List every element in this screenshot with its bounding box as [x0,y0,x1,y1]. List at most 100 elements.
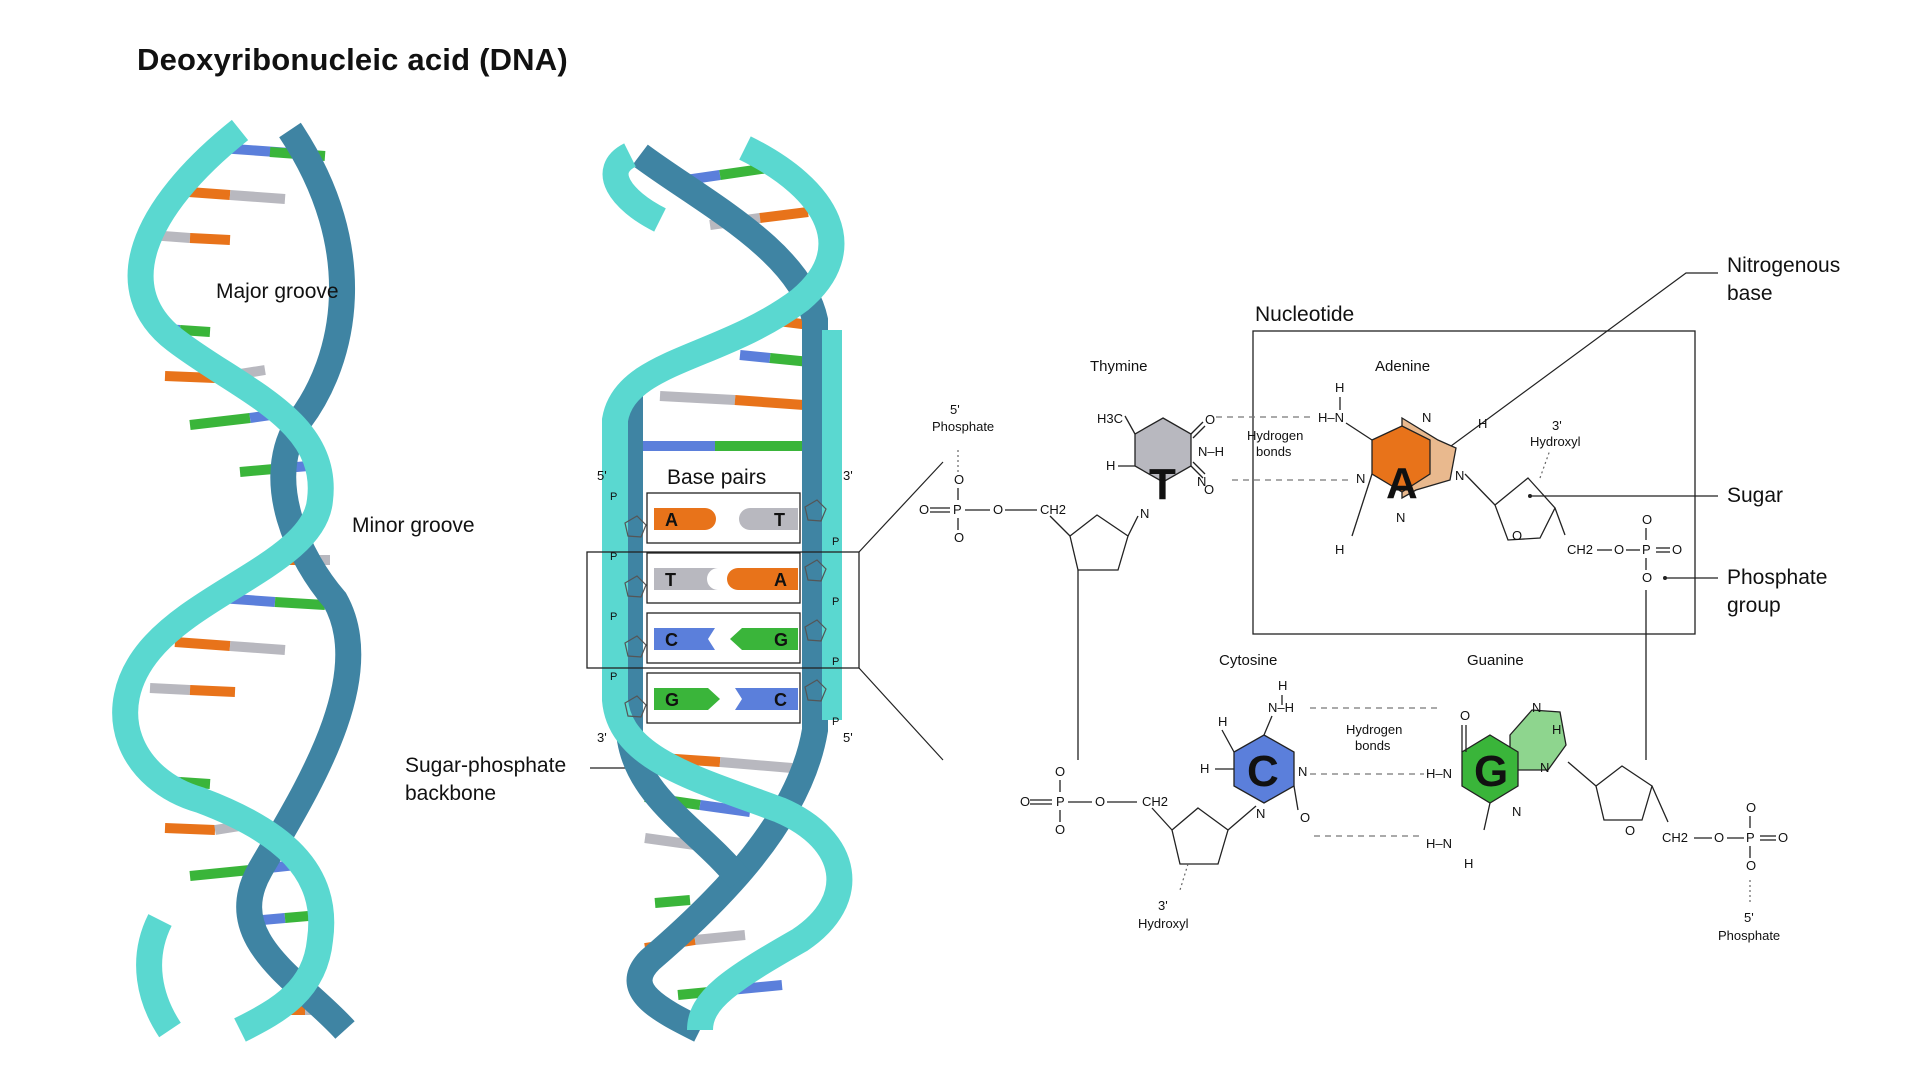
svg-text:H: H [1335,542,1344,557]
svg-text:CH2: CH2 [1662,830,1688,845]
svg-text:P: P [610,611,617,623]
svg-text:N: N [1140,506,1149,521]
nitrogenous-base-label-1: Nitrogenous [1727,254,1840,277]
ta-hbond-label-2: bonds [1256,444,1292,459]
svg-text:O: O [1095,794,1105,809]
base-pair-row-4: G C [654,688,798,710]
svg-text:H: H [1552,722,1561,737]
svg-text:O: O [1746,800,1756,815]
svg-text:Phosphate: Phosphate [1718,928,1780,943]
svg-text:O: O [1460,708,1470,723]
base-pair-row1-right: T [774,510,785,530]
cytosine-base-letter: C [1247,747,1279,796]
svg-text:H: H [1218,714,1227,729]
svg-text:O: O [1300,810,1310,825]
guanine-sugar-phosphate: O CH2 O P O O O 5' Phosphate [1567,761,1788,943]
base-pair-row2-right: A [774,570,787,590]
svg-text:O: O [954,472,964,487]
base-pair-row-2: T A [654,568,798,590]
svg-text:3': 3' [1552,418,1562,433]
svg-text:O: O [919,502,929,517]
base-pair-row-1: A T [654,508,798,530]
nitrogenous-leader [1431,272,1718,461]
svg-text:N–H: N–H [1268,700,1294,715]
base-pair-row4-right: C [774,690,787,710]
svg-text:O: O [1020,794,1030,809]
zoom-line-top [858,461,944,553]
svg-text:H: H [1200,761,1209,776]
cytosine-label: Cytosine [1219,652,1277,669]
svg-text:O: O [1714,830,1724,845]
svg-text:P: P [1746,830,1755,845]
svg-text:O: O [993,502,1003,517]
nucleotide-label: Nucleotide [1255,303,1354,326]
thymine-label: Thymine [1090,358,1148,375]
svg-text:N: N [1512,804,1521,819]
adenine-label: Adenine [1375,358,1430,375]
svg-text:P: P [1056,794,1065,809]
svg-text:P: P [610,671,617,683]
svg-text:N: N [1532,700,1541,715]
base-pair-row1-left: A [665,510,678,530]
svg-text:P: P [610,491,617,503]
base-pair-row2-left: T [665,570,676,590]
adenine-sugar-phosphate: 3' Hydroxyl O CH2 O P O O O [1464,418,1682,760]
backbone-label-line2: backbone [405,782,496,805]
svg-text:O: O [954,530,964,545]
svg-text:H: H [1106,458,1115,473]
svg-text:CH2: CH2 [1567,542,1593,557]
svg-text:P: P [610,551,617,563]
svg-text:N: N [1256,806,1265,821]
svg-text:H–N: H–N [1426,836,1452,851]
svg-text:O: O [1055,822,1065,837]
zoom-line-bottom [858,667,944,761]
svg-text:O: O [1642,570,1652,585]
svg-text:3': 3' [1158,898,1168,913]
svg-text:N: N [1356,471,1365,486]
svg-text:O: O [1055,764,1065,779]
svg-text:P: P [832,596,839,608]
svg-text:H: H [1478,416,1487,431]
adenine-base-letter: A [1386,459,1418,508]
svg-text:N: N [1298,764,1307,779]
thymine-sugar-phosphate: CH2 O P O O O 5' Phosphate [919,402,1139,760]
guanine-base-letter: G [1474,747,1508,796]
guanine-label: Guanine [1467,652,1524,669]
base-pair-row4-left: G [665,690,679,710]
diagram-title: Deoxyribonucleic acid (DNA) [137,42,568,77]
zoom-highlight-box [586,551,860,669]
base-pairs-label: Base pairs [667,466,766,489]
left-5prime-label: 5' [597,468,607,483]
svg-text:O: O [1205,412,1215,427]
svg-text:O: O [1204,482,1214,497]
svg-text:N: N [1197,474,1206,489]
svg-text:O: O [1672,542,1682,557]
minor-groove-label: Minor groove [352,514,475,537]
cg-hbond-label-2: bonds [1355,738,1391,753]
svg-text:O: O [1625,823,1635,838]
left-backbone-nucleotides [624,515,647,718]
svg-text:H: H [1335,380,1344,395]
left-3prime-label: 3' [597,730,607,745]
backbone-label-line1: Sugar-phosphate [405,754,566,777]
svg-text:O: O [1614,542,1624,557]
svg-text:H: H [1464,856,1473,871]
svg-text:5': 5' [1744,910,1754,925]
svg-text:P: P [832,656,839,668]
svg-text:N–H: N–H [1198,444,1224,459]
ta-hbond-label-1: Hydrogen [1247,428,1303,443]
svg-text:H–N: H–N [1426,766,1452,781]
svg-text:P: P [832,536,839,548]
left-helix [112,119,362,1042]
svg-text:N: N [1455,468,1464,483]
base-pair-boxes [646,492,801,724]
svg-text:O: O [1746,858,1756,873]
left-helix-light-strand [112,119,335,1042]
svg-text:H–N: H–N [1318,410,1344,425]
nucleotide-box [1252,330,1696,635]
base-pair-row3-left: C [665,630,678,650]
svg-text:H3C: H3C [1097,411,1123,426]
svg-text:Phosphate: Phosphate [932,419,994,434]
thymine-base-letter: T [1149,460,1176,509]
